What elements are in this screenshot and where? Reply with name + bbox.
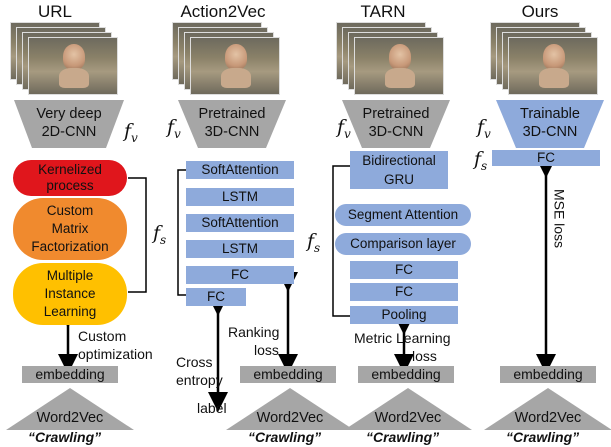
custom-optimization-label-2: optimization xyxy=(78,346,153,362)
word2vec-url: Word2Vec xyxy=(6,388,134,430)
mse-loss-label: MSE loss xyxy=(547,176,568,266)
video-frames-tarn xyxy=(336,22,444,95)
softattention-block-2: SoftAttention xyxy=(186,214,294,232)
pooling-block: Pooling xyxy=(350,306,458,324)
word2vec-tarn: Word2Vec xyxy=(344,388,472,430)
comparison-layer-block: Comparison layer xyxy=(335,233,471,255)
metric-learning-label: Metric Learning xyxy=(354,330,451,346)
ranking-loss-label: Ranking xyxy=(228,324,280,340)
encoder-tarn: Pretrained 3D-CNN xyxy=(342,100,450,148)
video-frames-action2vec xyxy=(172,22,280,95)
fs-symbol-ours: fs xyxy=(474,148,488,173)
column-title-ours: Ours xyxy=(521,2,559,21)
fc-block-a2v-1: FC xyxy=(186,266,294,284)
label-text: label xyxy=(197,400,227,416)
ranking-loss-label-2: loss xyxy=(254,342,279,358)
crawling-label-tarn: “Crawling” xyxy=(366,429,440,445)
embedding-ours: embedding xyxy=(500,366,596,383)
embedding-tarn: embedding xyxy=(358,366,454,383)
word2vec-action2vec: Word2Vec xyxy=(226,388,354,430)
metric-learning-label-2: loss xyxy=(412,348,437,364)
fc-block-ours: FC xyxy=(492,150,600,166)
cross-entropy-label-2: entropy xyxy=(176,372,223,388)
encoder-ours: Trainable 3D-CNN xyxy=(496,100,604,148)
segment-attention-block: Segment Attention xyxy=(335,204,471,226)
crawling-label-url: “Crawling” xyxy=(28,429,102,445)
fs-symbol-tarn: fs xyxy=(307,230,321,255)
embedding-action2vec: embedding xyxy=(240,366,336,383)
column-title-url: URL xyxy=(37,2,72,21)
fv-symbol-ours: fv xyxy=(477,116,491,141)
encoder-url: Very deep 2D-CNN xyxy=(14,100,124,148)
encoder-action2vec: Pretrained 3D-CNN xyxy=(178,100,286,148)
lstm-block-2: LSTM xyxy=(186,240,294,258)
word2vec-ours: Word2Vec xyxy=(484,388,611,430)
fv-symbol-tarn: fv xyxy=(337,116,351,141)
video-frames-url xyxy=(10,22,118,95)
fv-symbol-action2vec: fv xyxy=(167,116,181,141)
fc-block-tarn-2: FC xyxy=(350,283,458,301)
custom-optimization-label: Custom xyxy=(78,328,127,344)
softattention-block-1: SoftAttention xyxy=(186,161,294,179)
fv-symbol-url: fv xyxy=(124,120,138,145)
fc-block-a2v-2: FC xyxy=(186,288,246,306)
lstm-block-1: LSTM xyxy=(186,188,294,206)
column-title-action2vec: Action2Vec xyxy=(180,2,266,21)
column-title-tarn: TARN xyxy=(360,2,406,21)
embedding-url: embedding xyxy=(22,366,118,383)
crawling-label-ours: “Crawling” xyxy=(506,429,580,445)
cross-entropy-label: Cross xyxy=(176,354,213,370)
fc-block-tarn-1: FC xyxy=(350,261,458,279)
video-frames-ours xyxy=(490,22,598,95)
fs-symbol-url: fs xyxy=(153,222,167,247)
crawling-label-action2vec: “Crawling” xyxy=(248,429,322,445)
